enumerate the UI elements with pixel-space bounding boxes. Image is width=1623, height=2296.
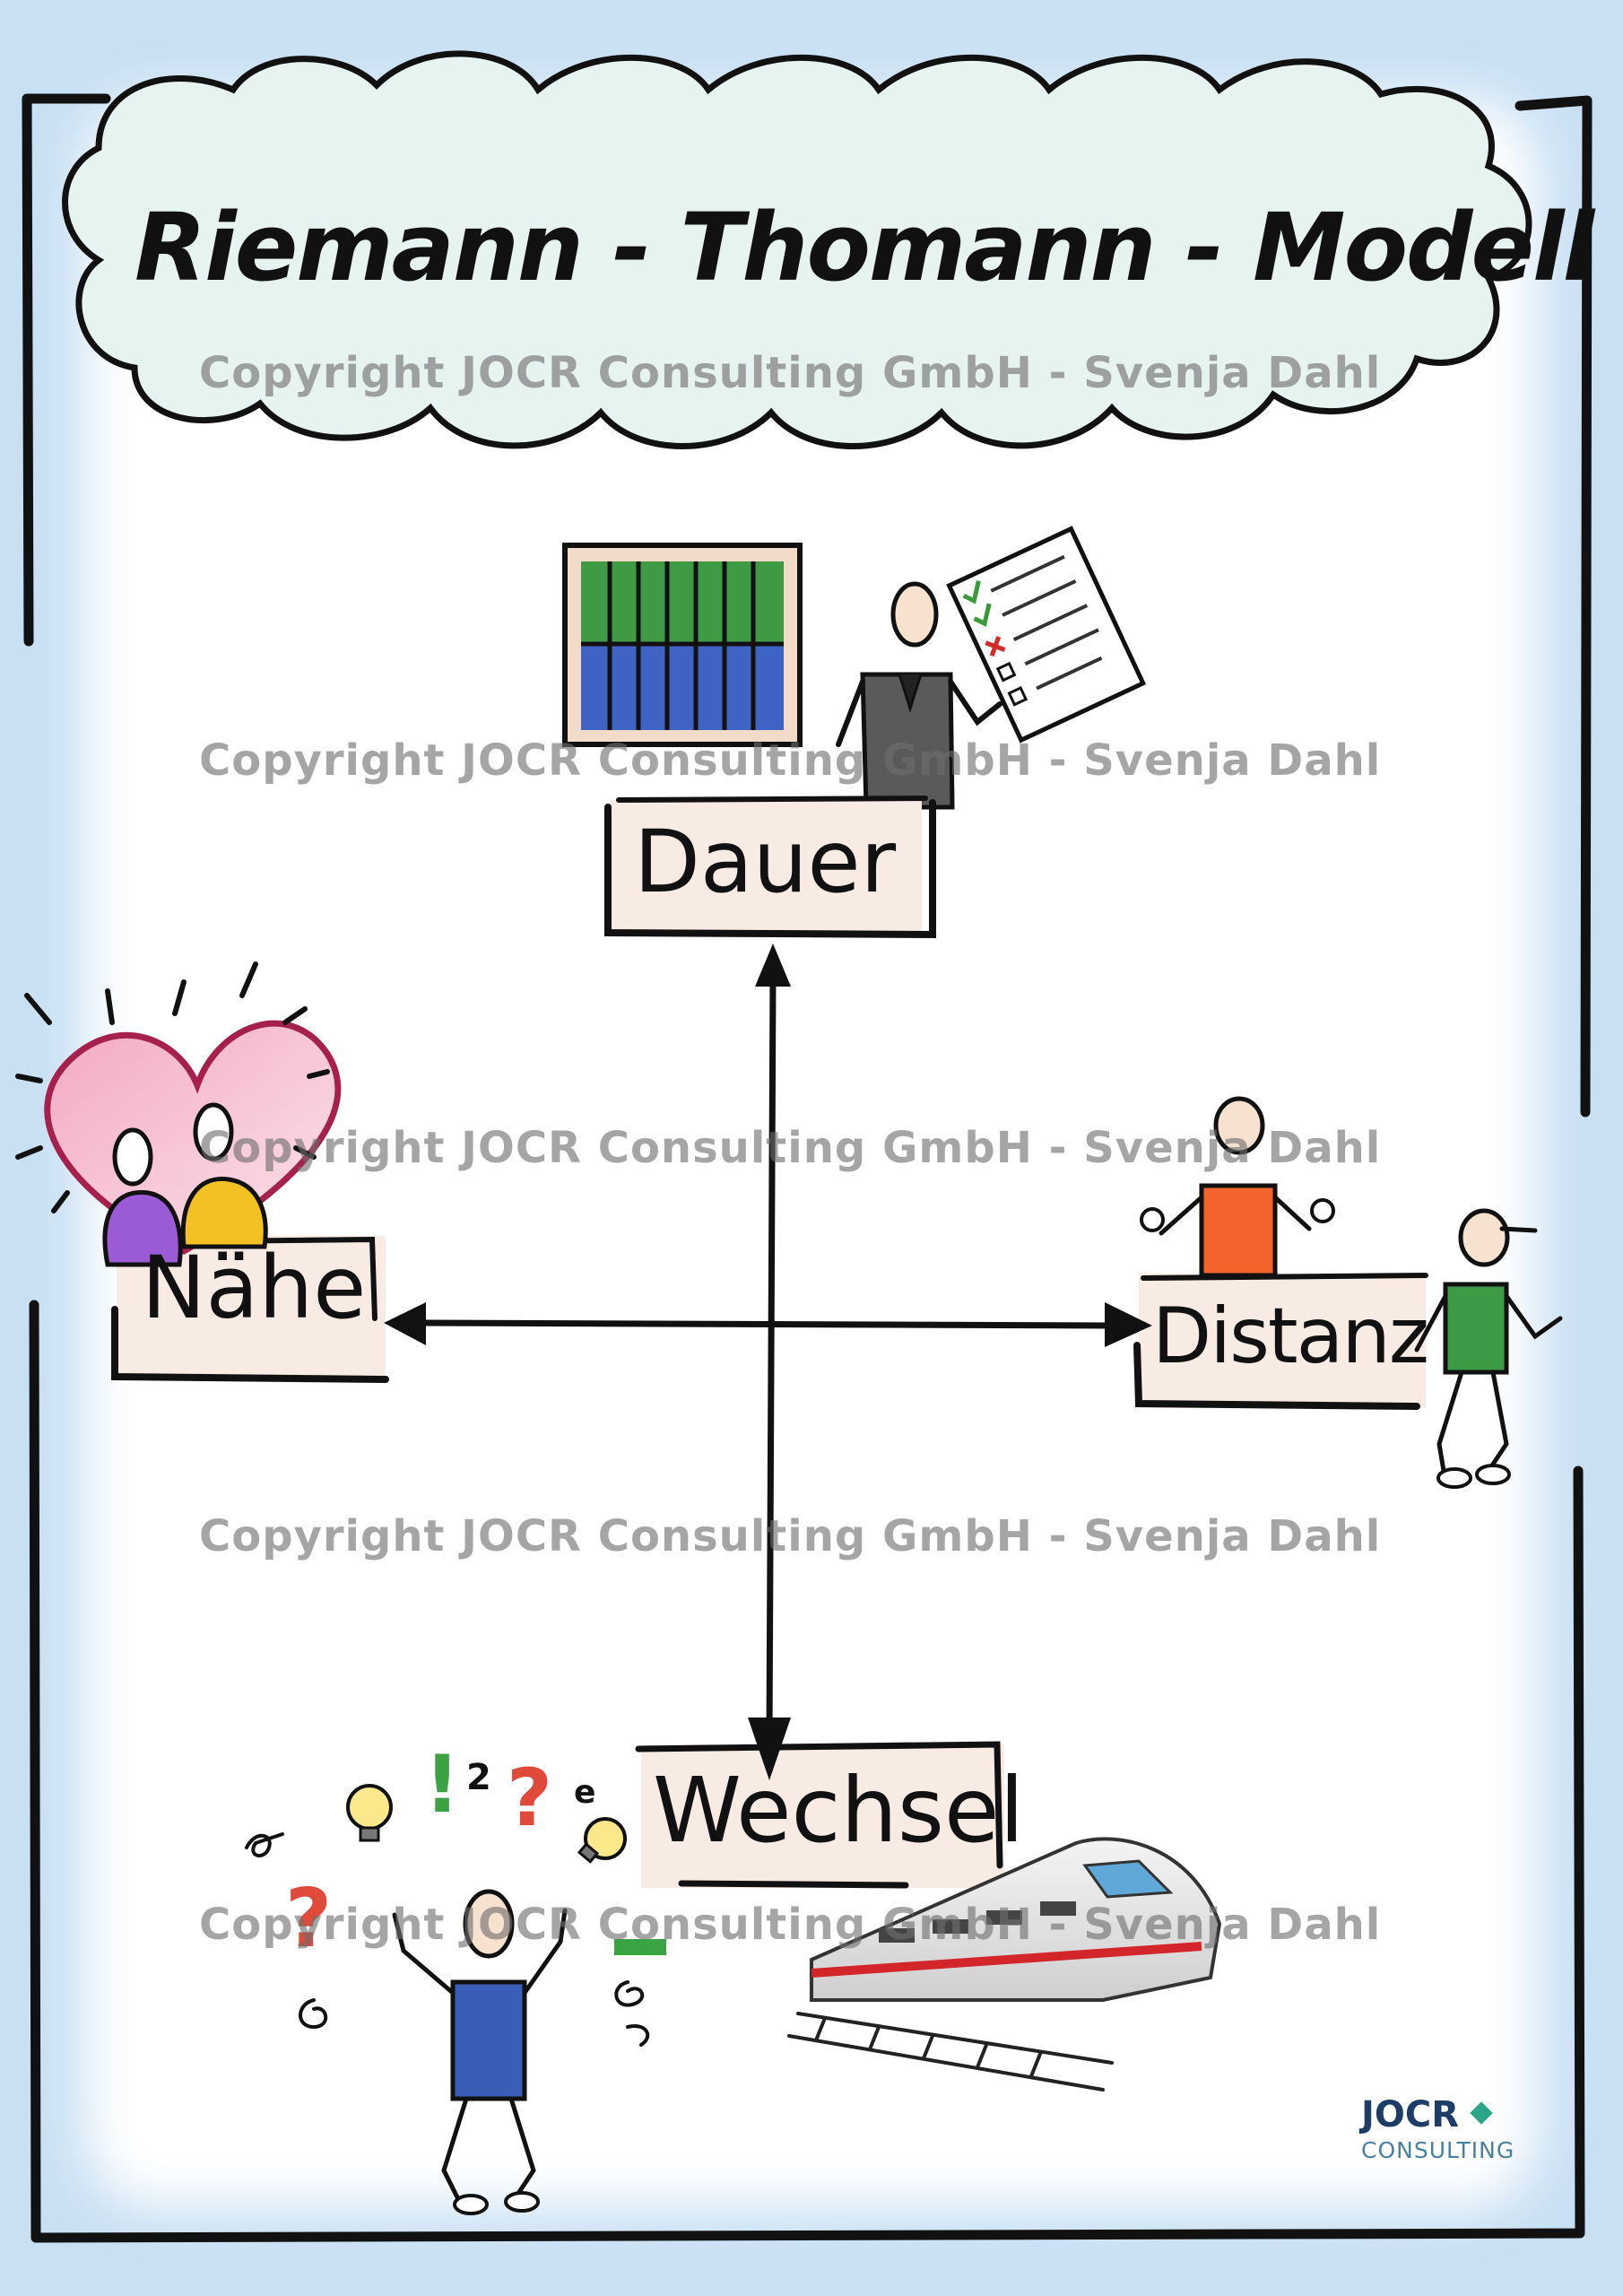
train-illustration <box>787 1837 1222 2092</box>
jocr-logo: JOCR CONSULTING <box>1361 2094 1541 2163</box>
confused-person-illustration: ? ? ! 2 e <box>245 1738 666 2215</box>
label-distanz: Distanz <box>1152 1292 1429 1381</box>
bracket-frame <box>22 93 1593 2243</box>
svg-text:e: e <box>574 1774 595 1811</box>
copyright-watermark: Copyright JOCR Consulting GmbH - Svenja … <box>199 1511 1382 1561</box>
svg-text:?: ? <box>285 1872 332 1966</box>
logo-subtitle: CONSULTING <box>1361 2137 1515 2163</box>
logo-name: JOCR <box>1361 2094 1460 2135</box>
window-illustration <box>562 543 803 747</box>
svg-text:2: 2 <box>466 1757 491 1798</box>
distance-people-illustration <box>1140 1096 1563 1489</box>
label-dauer: Dauer <box>633 812 897 912</box>
poster-title: Riemann - Thomann - Modell <box>135 193 1594 302</box>
copyright-watermark: Copyright JOCR Consulting GmbH - Svenja … <box>199 1900 1382 1950</box>
person-checklist-illustration <box>836 526 1147 810</box>
label-wechsel: Wechsel <box>653 1758 1025 1863</box>
axes <box>384 944 1152 1780</box>
diamond-icon <box>1470 2101 1493 2125</box>
title-cloud <box>62 50 1532 449</box>
label-boxes <box>111 796 1428 1889</box>
logo-wordmark: JOCR <box>1361 2094 1541 2135</box>
copyright-watermark: Copyright JOCR Consulting GmbH - Svenja … <box>199 348 1382 398</box>
label-naehe: Nähe <box>141 1238 367 1338</box>
svg-text:!: ! <box>424 1738 460 1831</box>
copyright-watermark: Copyright JOCR Consulting GmbH - Svenja … <box>199 1123 1382 1173</box>
svg-text:?: ? <box>507 1752 552 1844</box>
heart-illustration <box>15 961 342 1267</box>
copyright-watermark: Copyright JOCR Consulting GmbH - Svenja … <box>199 735 1382 786</box>
